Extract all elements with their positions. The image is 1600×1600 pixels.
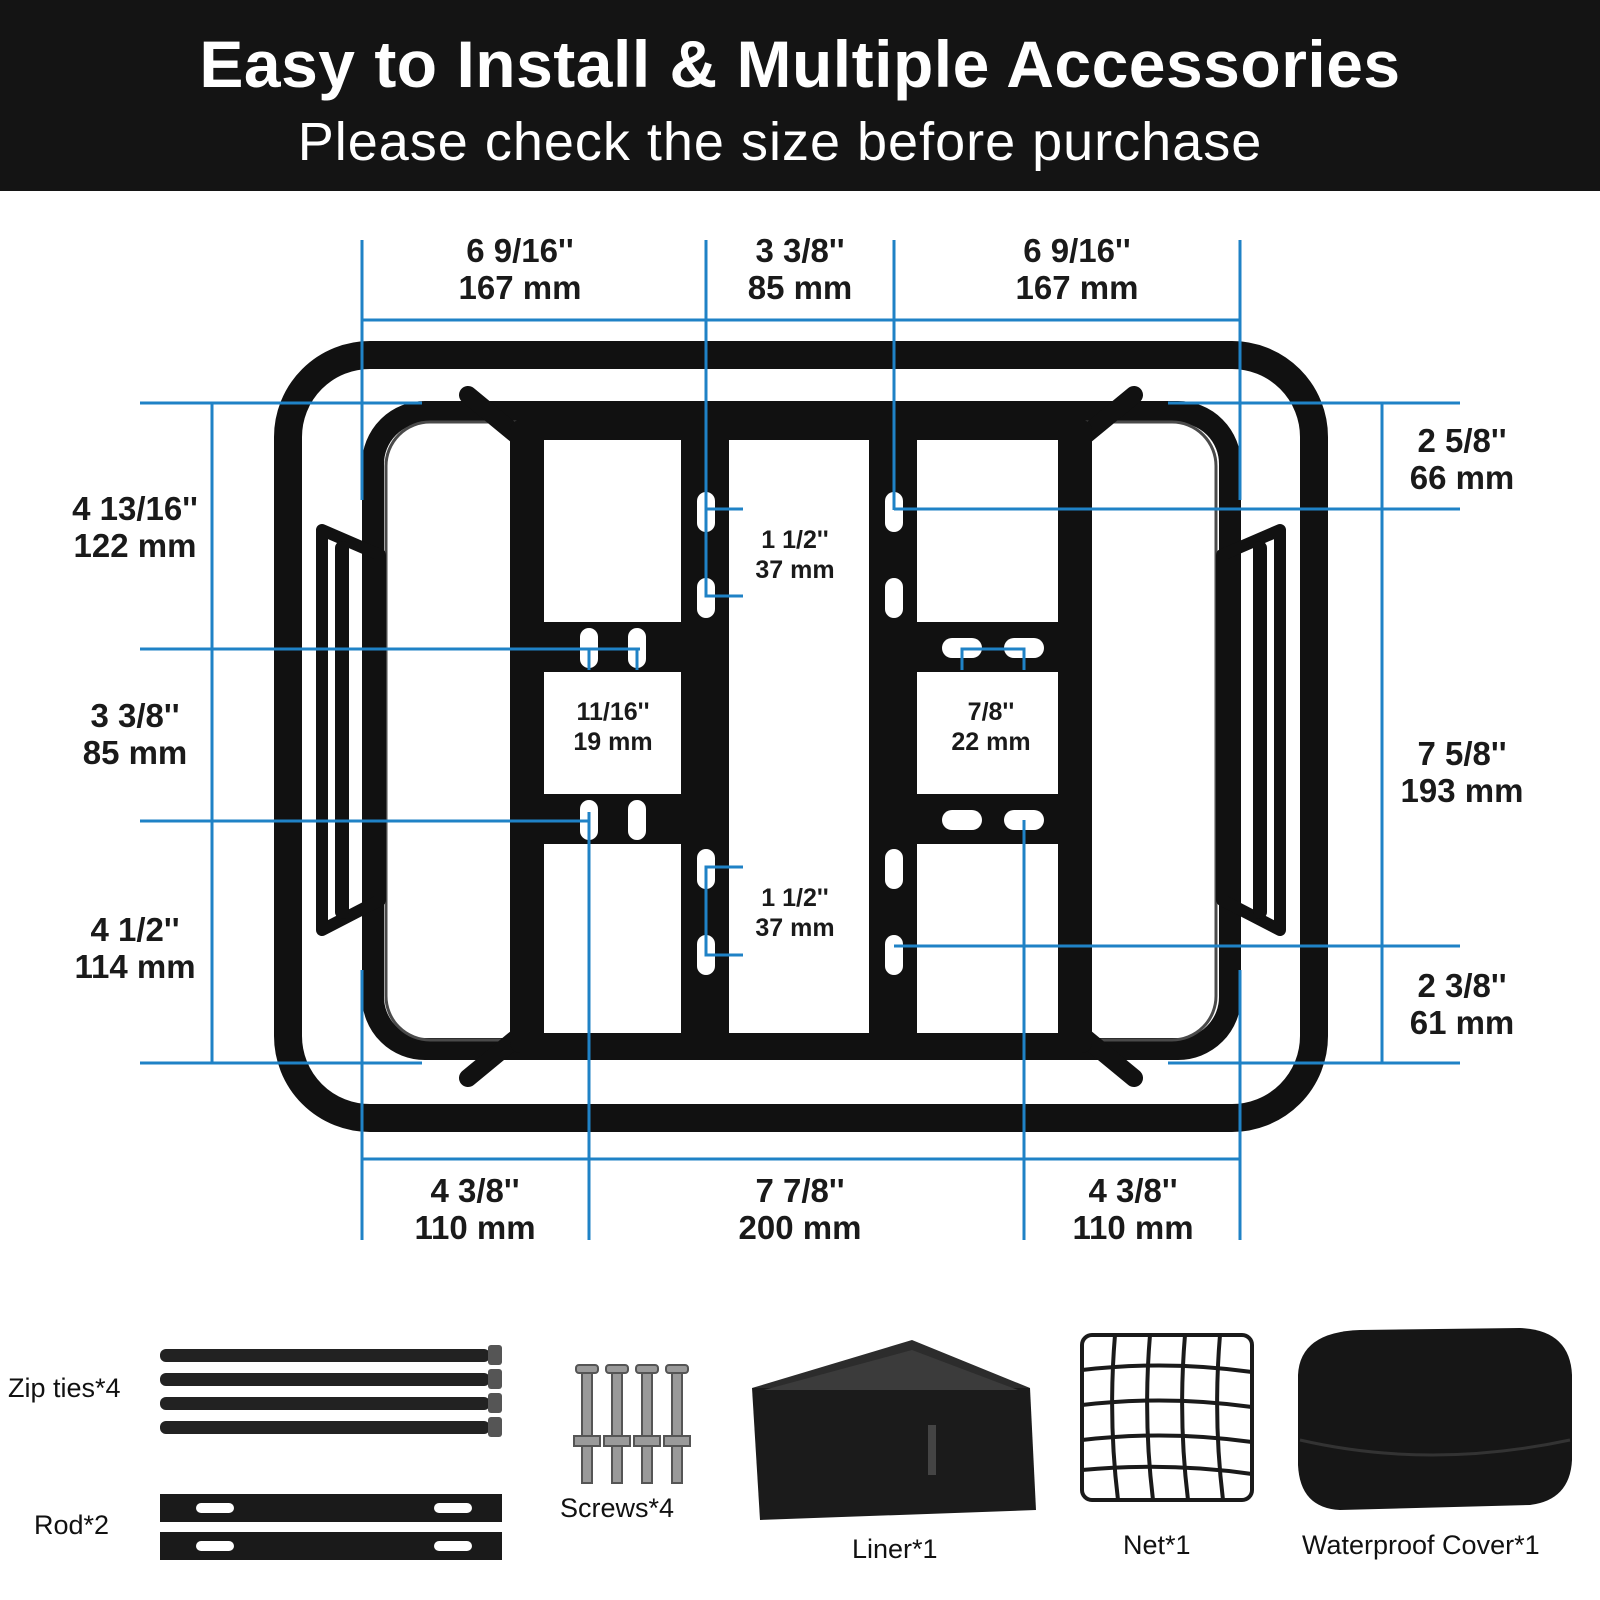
- screws-label: Screws*4: [560, 1493, 675, 1523]
- slot: [885, 578, 903, 618]
- slot: [885, 492, 903, 532]
- dimension-right-top: 2 5/8'' 66 mm: [1409, 422, 1515, 496]
- dimension-top-center: 3 3/8'' 85 mm: [747, 232, 853, 306]
- header-banner: Easy to Install & Multiple Accessories P…: [0, 0, 1600, 191]
- plate-left-upper: [544, 622, 681, 672]
- slot: [885, 935, 903, 975]
- left-handle: [316, 524, 386, 936]
- dimension-slot-upper: 1 1/2'' 37 mm: [755, 526, 835, 584]
- dimension-bottom-left: 4 3/8'' 110 mm: [414, 1172, 536, 1246]
- rod-label: Rod*2: [34, 1510, 110, 1540]
- dimension-slot-lower: 1 1/2'' 37 mm: [755, 884, 835, 942]
- rack-slots: [580, 492, 1044, 975]
- dimension-top-left: 6 9/16'' 167 mm: [458, 232, 582, 306]
- cover-label: Waterproof Cover*1: [1302, 1530, 1540, 1560]
- dimension-right-bottom: 2 3/8'' 61 mm: [1409, 967, 1515, 1041]
- plate-left-lower: [544, 794, 681, 844]
- zip-ties-image: [160, 1345, 502, 1437]
- dimension-right-middle: 7 5/8'' 193 mm: [1400, 735, 1524, 809]
- dimension-top-right: 6 9/16'' 167 mm: [1015, 232, 1139, 306]
- dimension-left-bottom: 4 1/2'' 114 mm: [74, 911, 196, 985]
- net-label: Net*1: [1123, 1530, 1191, 1560]
- dimension-left-top: 4 13/16'' 122 mm: [72, 490, 198, 564]
- dimension-left-middle: 3 3/8'' 85 mm: [82, 697, 188, 771]
- slat-4: [1058, 430, 1092, 1042]
- screws-image: [573, 1364, 691, 1484]
- dimension-bottom-center: 7 7/8'' 200 mm: [738, 1172, 862, 1246]
- rack-outer-rail: [274, 341, 1328, 1132]
- dimension-plate-right: 7/8'' 22 mm: [951, 698, 1031, 756]
- slot: [697, 578, 715, 618]
- page-title: Easy to Install & Multiple Accessories: [199, 27, 1401, 101]
- page-subtitle: Please check the size before purchase: [297, 112, 1263, 172]
- rack-frame: [274, 341, 1328, 1132]
- zip-ties-label: Zip ties*4: [8, 1373, 121, 1403]
- slot: [942, 810, 982, 830]
- cover-image: [1298, 1328, 1572, 1510]
- right-handle: [1216, 524, 1286, 936]
- net-image: [1080, 1333, 1254, 1502]
- dimension-plate-left: 11/16'' 19 mm: [573, 698, 653, 756]
- slot: [885, 849, 903, 889]
- rods-image: [160, 1494, 502, 1560]
- rack-slats: [510, 430, 1092, 1042]
- dimension-bottom-right: 4 3/8'' 110 mm: [1072, 1172, 1194, 1246]
- slot: [628, 800, 646, 840]
- liner-image: [752, 1340, 1036, 1520]
- slat-1: [510, 430, 544, 1042]
- liner-label: Liner*1: [852, 1534, 938, 1564]
- dimension-lines: [140, 240, 1460, 1240]
